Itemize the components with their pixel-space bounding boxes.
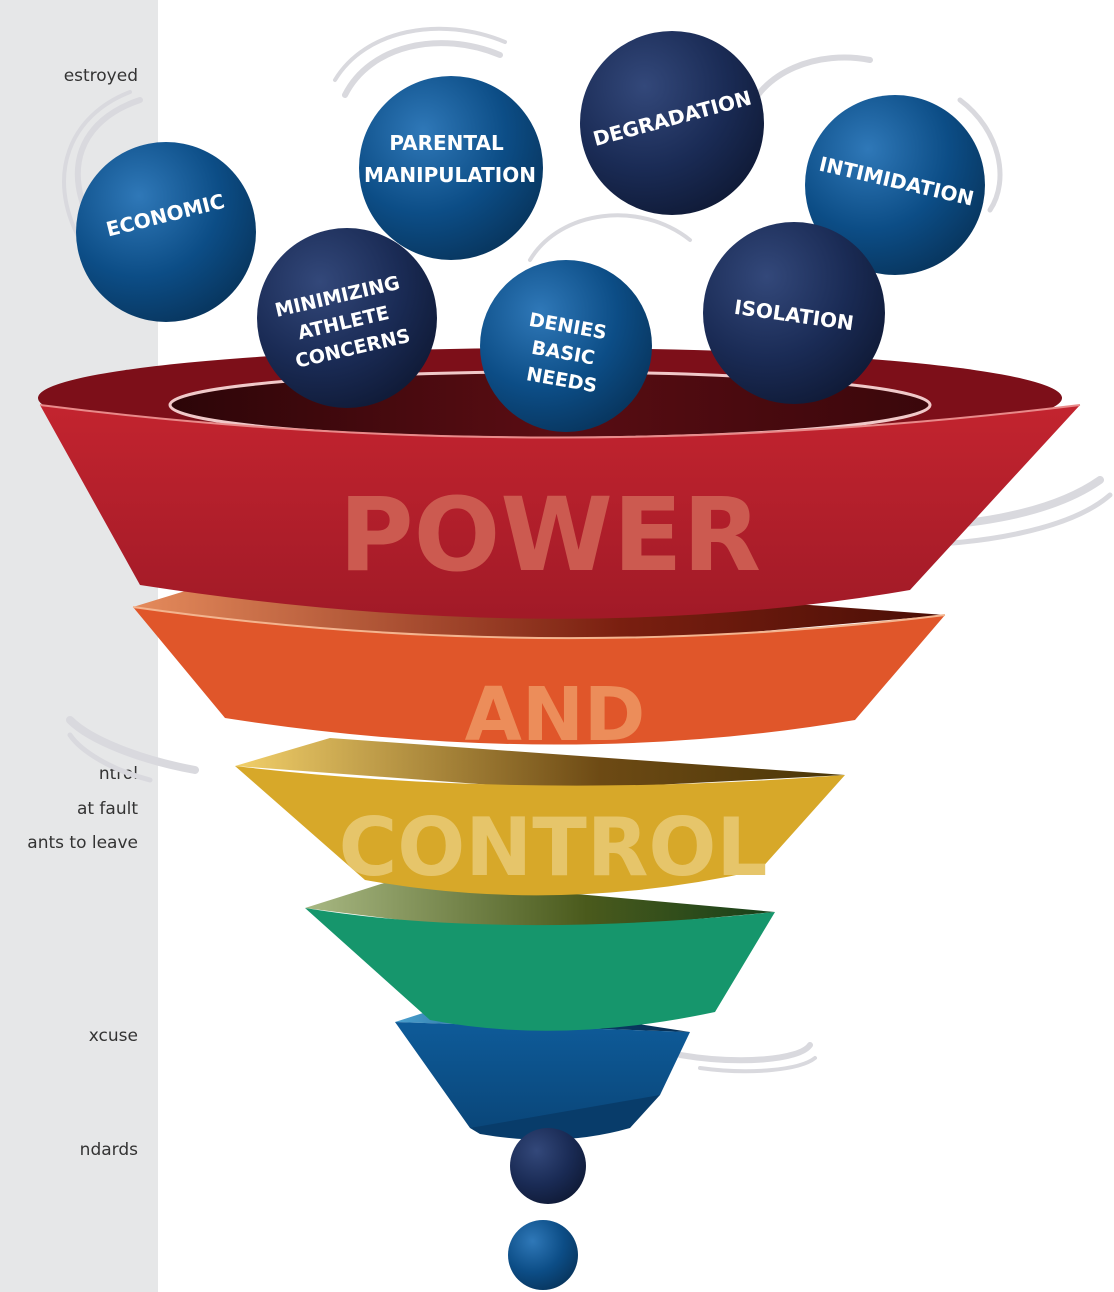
- ball-label-line: PARENTAL: [389, 131, 504, 155]
- ball-degradation: DEGRADATION: [580, 31, 764, 215]
- ball-minimizing-athlete-concerns: MINIMIZING ATHLETE CONCERNS: [257, 228, 437, 408]
- ball-economic: ECONOMIC: [76, 142, 256, 322]
- falling-ball-navy: [510, 1128, 586, 1204]
- funnel-word-control: CONTROL: [339, 801, 768, 894]
- side-text-line: xcuse: [88, 1026, 138, 1046]
- side-text-line: ndards: [79, 1140, 138, 1160]
- side-text-line: ntrol: [98, 764, 138, 784]
- ball-isolation: ISOLATION: [703, 222, 885, 404]
- funnel-tier-green: [305, 878, 775, 1031]
- ball-parental-manipulation: PARENTAL MANIPULATION: [359, 76, 543, 260]
- side-text-line: estroyed: [63, 66, 138, 86]
- side-text-line: at fault: [76, 799, 138, 819]
- funnel-word-and: AND: [465, 672, 646, 758]
- funnel-tier-yellow: [235, 738, 845, 896]
- ball-denies-basic-needs: DENIES BASIC NEEDS: [480, 260, 652, 432]
- ball-label-line: MANIPULATION: [364, 163, 536, 187]
- svg-text:PARENTAL MANIPULATION: PARENTAL MANIPULATION: [364, 131, 536, 187]
- funnel-word-power: POWER: [339, 476, 761, 595]
- side-text-line: ants to leave: [27, 833, 138, 853]
- ball-intimidation: INTIMIDATION: [805, 95, 985, 275]
- falling-ball-blue: [508, 1220, 578, 1290]
